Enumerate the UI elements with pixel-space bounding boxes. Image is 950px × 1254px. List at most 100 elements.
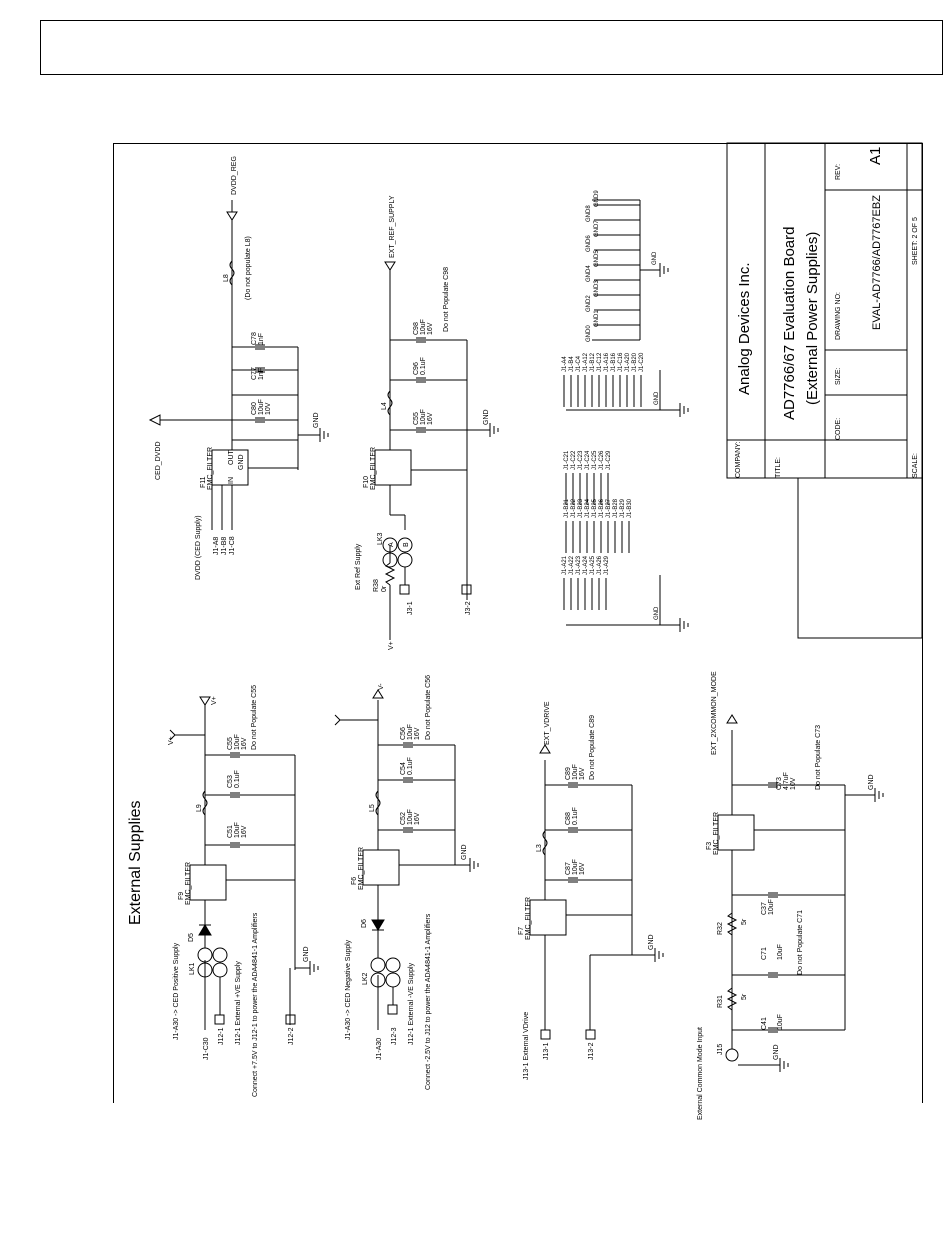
pos-lk: LK1 [189,962,196,975]
lk3-pin-b: B [403,542,410,547]
dvdd-c80-v: 10V [265,402,272,415]
pos-c55: C55 [227,737,234,750]
gnd-pin-label: GND9 [594,190,600,207]
dvdd-ced-net: CED_DVDD [155,441,162,480]
cm-c37: C37 [761,902,768,915]
vdrive-j1: J13-1 [543,1042,550,1060]
company-label: COMPANY: [735,442,742,478]
gnd-bank-pin-label: J1-C22 [571,450,577,470]
dvdd-pin-out: OUT [228,450,235,466]
extref-c98-val: 10uF [420,319,427,335]
neg-jin: J1-A30 [376,1038,383,1060]
neg-out-net: V- [378,683,385,690]
title-label: TITLE: [775,457,782,478]
vdrive-note: Do not Populate C89 [589,715,596,780]
cm-c71-val: 10uF [777,944,784,960]
frame-border-top [113,143,923,144]
title-line1: AD7766/67 Evaluation Board [781,227,798,420]
extref-c96: C96 [413,362,420,375]
pos-filter-name: EMC_FILTER [185,862,192,905]
gnd-bank-pin-label: J1-C16 [618,352,624,372]
vdrive-c89-val: 10uF [572,764,579,780]
gnd-pin-label: GND6 [586,235,592,252]
cm-j: J15 [717,1044,724,1055]
gnd-bank-pin-label: J1-A4 [562,356,568,372]
pos-note2: Connect +7.5V to J12-1 to power the ADA4… [252,912,259,1097]
title-line2: (External Power Supplies) [804,232,821,405]
extref-c98: C98 [413,322,420,335]
pos-note: Do not Populate C55 [251,685,258,750]
dvdd-c80: C80 [251,402,258,415]
neg-c56: C56 [400,727,407,740]
vdrive-c88-val: 0.1uF [572,807,579,825]
dvdd-pin-1: J1-A8 [213,537,220,555]
cm-r32: R32 [717,922,724,935]
positive-supply-circuit: J1-A30 -> CED Positive Supply LK1 D5 J1-… [168,685,319,1097]
extref-c55-v: 16V [427,412,434,425]
gnd-bank-gnd-label-2: GND [654,391,660,405]
dvdd-pin-3: J1-C8 [229,536,236,555]
pos-note1: J12-1 External +VE Supply [235,961,242,1045]
extref-filter-name: EMC_FILTER [370,447,377,490]
gnd-bank-pin-label: J1-C24 [585,450,591,470]
gnd-bank-pin-label: J1-B28 [613,498,619,518]
cm-c37-val: 10uF [768,899,775,915]
gnd-bank-pin-label: J1-C29 [606,450,612,470]
vdrive-out-net: EXT_VDRIVE [544,701,551,745]
neg-note: Do not Populate C56 [425,675,432,740]
neg-note2: Connect -2.5V to J12 to power the ADA484… [425,913,432,1090]
gnd-pin-label: GND5 [594,250,600,267]
gnd-bank-pin-label: J1-C23 [578,450,584,470]
vdrive-c89-v: 16V [579,767,586,780]
sheet-number: SHEET: 2 OF 5 [912,217,919,265]
gnd-bank-pin-label: J1-B16 [611,352,617,372]
size-label: SIZE: [835,367,842,385]
neg-c54-val: 0.1uF [407,757,414,775]
extref-filter-ref: F10 [363,476,370,488]
neg-j1: J12-3 [391,1027,398,1045]
neg-c52: C52 [400,812,407,825]
pos-c51-v: 16V [241,825,248,838]
title-block: COMPANY: Analog Devices Inc. TITLE: AD77… [726,142,923,639]
vdrive-c87-val: 10uF [572,859,579,875]
frame-border-left [113,143,114,1103]
vdrive-header: J13-1 External VDrive [523,1012,530,1080]
cm-gnd: GND [868,774,875,790]
gnd-bank-pin-label: J1-B20 [632,352,638,372]
gnd-bank-pin-label: J1-B27 [606,498,612,518]
dvdd-c77: C77 [251,367,258,380]
cm-r31-val: 5r [741,993,748,1000]
cm-filter-name: EMC_FILTER [713,812,720,855]
cm-c73-v: 10V [790,777,797,790]
dvdd-pin-gnd: GND [238,454,245,470]
dvdd-supply-circuit: DVDD (CED Supply) J1-A8 J1-B8 J1-C8 F11 … [148,156,329,580]
neg-header: J1-A30 -> CED Negative Supply [345,939,352,1040]
extref-out-net: EXT_REF_SUPPLY [389,195,396,258]
dvdd-gnd: GND [313,412,320,428]
pos-jin: J1-C30 [203,1037,210,1060]
gnd-bank-gnd-label: GND [654,606,660,620]
gnd-pin-label: GND1 [594,310,600,327]
dvdd-out-net: DVDD_REG [231,156,238,195]
header-box [40,20,943,75]
common-mode-circuit: External Common Mode Input J15 R31 5r R3… [697,671,884,1120]
gnd-bank-pin-label: J1-B29 [620,498,626,518]
gnd-bank-pin-label: J1-C20 [639,352,645,372]
drawing-no-label: DRAWING NO: [835,292,842,340]
gnd-bank-pin-label: J1-B21 [564,498,570,518]
gnd-bank-pin-label: J1-C12 [597,352,603,372]
extref-header: Ext Ref Supply [355,543,362,590]
extref-gnd: GND [483,409,490,425]
pos-j2: J12-2 [288,1027,295,1045]
pos-filter-ref: F9 [178,892,185,900]
dvdd-c78: C78 [251,332,258,345]
dvdd-filter-name: EMC_FILTER [207,447,214,490]
scale-label: SCALE: [912,453,919,478]
pos-gnd: GND [303,946,310,962]
code-label: CODE: [835,418,842,440]
gnd-bank-pin-label: J1-A12 [583,352,589,372]
cm-filter-ref: F3 [706,842,713,850]
cm-out-net: EXT_2XCOMMON_MODE [711,671,718,755]
